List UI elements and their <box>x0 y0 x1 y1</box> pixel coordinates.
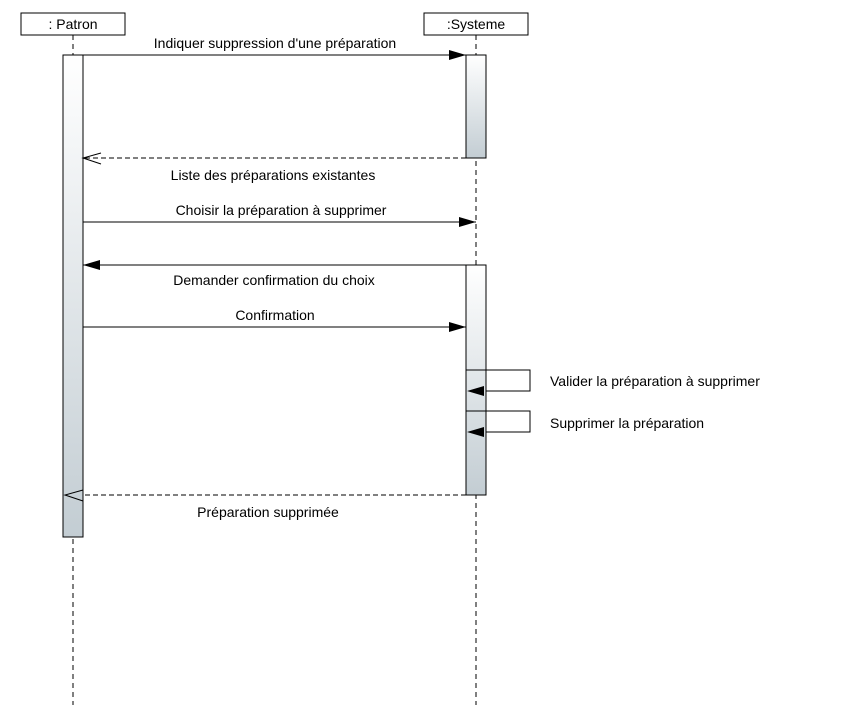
open-arrowhead-icon <box>81 152 102 165</box>
systeme-activation-bar-2[interactable] <box>465 264 487 496</box>
message-supprimer-preparation[interactable]: Supprimer la préparation <box>466 410 704 437</box>
filled-arrowhead-icon <box>467 386 484 396</box>
message-preparation-supprimee-label: Préparation supprimée <box>197 504 339 520</box>
participant-patron-label: : Patron <box>48 16 97 32</box>
message-liste-preparations-label: Liste des préparations existantes <box>171 167 376 183</box>
message-liste-preparations[interactable]: Liste des préparations existantes <box>81 152 466 183</box>
open-arrowhead-icon <box>63 489 84 502</box>
message-valider-preparation[interactable]: Valider la préparation à supprimer <box>466 369 760 396</box>
filled-arrowhead-icon <box>467 427 484 437</box>
message-choisir-preparation-label: Choisir la préparation à supprimer <box>176 202 387 218</box>
filled-arrowhead-icon <box>449 322 466 332</box>
message-confirmation[interactable]: Confirmation <box>83 307 466 332</box>
participant-systeme-label: :Systeme <box>447 16 506 32</box>
patron-activation-bar[interactable] <box>62 54 84 538</box>
filled-arrowhead-icon <box>449 50 466 60</box>
message-choisir-preparation[interactable]: Choisir la préparation à supprimer <box>83 202 476 227</box>
participant-patron[interactable]: : Patron <box>20 12 126 36</box>
filled-arrowhead-icon <box>459 217 476 227</box>
message-indiquer-suppression-label: Indiquer suppression d'une préparation <box>154 35 396 51</box>
message-valider-preparation-label: Valider la préparation à supprimer <box>550 373 760 389</box>
message-supprimer-preparation-label: Supprimer la préparation <box>550 415 704 431</box>
participant-systeme[interactable]: :Systeme <box>423 12 529 36</box>
message-demander-confirmation[interactable]: Demander confirmation du choix <box>83 260 466 288</box>
filled-arrowhead-icon <box>83 260 100 270</box>
systeme-activation-bar-1[interactable] <box>465 54 487 159</box>
message-indiquer-suppression[interactable]: Indiquer suppression d'une préparation <box>83 35 466 60</box>
message-preparation-supprimee[interactable]: Préparation supprimée <box>63 489 466 520</box>
message-demander-confirmation-label: Demander confirmation du choix <box>173 272 375 288</box>
message-confirmation-label: Confirmation <box>235 307 314 323</box>
